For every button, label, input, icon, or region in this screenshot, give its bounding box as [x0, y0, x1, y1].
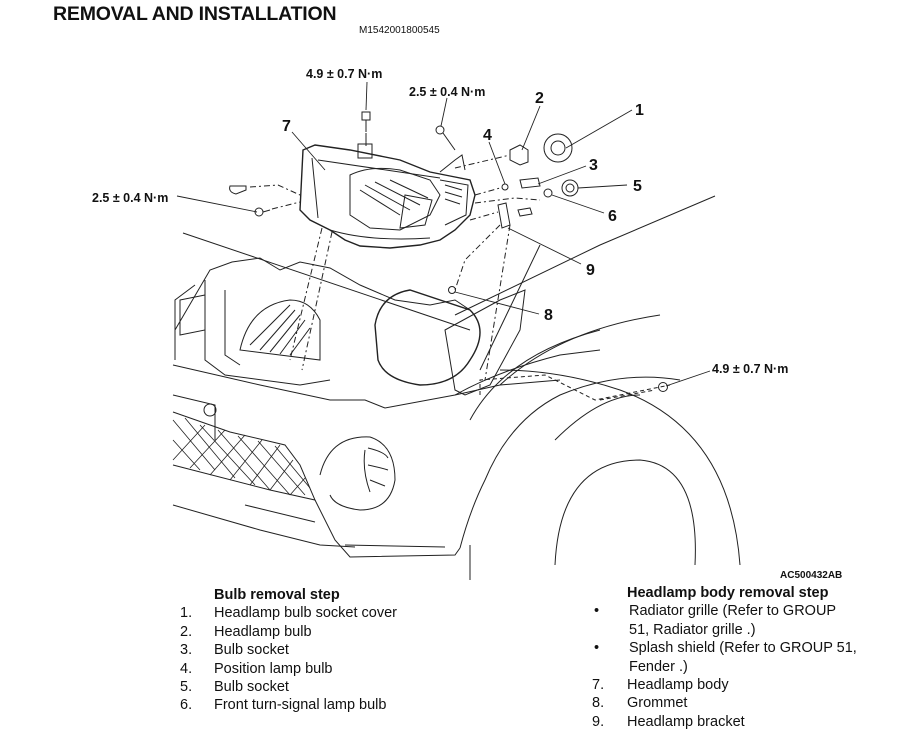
page-title: REMOVAL AND INSTALLATION — [53, 3, 337, 25]
list-item: 7. Headlamp body — [592, 676, 892, 694]
callout-3: 3 — [589, 157, 598, 174]
callout-1: 1 — [635, 102, 644, 119]
headlamp-body-removal-steps: Headlamp body removal step • Radiator gri… — [592, 584, 892, 731]
bullet-icon: • — [594, 603, 600, 620]
torque-side-screw: 2.5 ± 0.4 N·m — [92, 191, 168, 205]
step-number: 5. — [180, 679, 193, 696]
step-number: 8. — [592, 695, 605, 712]
callout-9: 9 — [586, 262, 595, 279]
step-text: Position lamp bulb — [214, 660, 333, 677]
callout-4: 4 — [483, 127, 492, 144]
step-number: 7. — [592, 677, 605, 694]
list-item: 2. Headlamp bulb — [180, 623, 397, 641]
list-item: 9. Headlamp bracket — [592, 713, 892, 731]
list-item: 3. Bulb socket — [180, 641, 397, 659]
list-item: 5. Bulb socket — [180, 678, 397, 696]
bulb-removal-heading: Bulb removal step — [214, 587, 340, 603]
bulb-removal-steps: Bulb removal step 1. Headlamp bulb socket… — [180, 586, 397, 715]
prereq-line: 51, Radiator grille .) — [629, 621, 756, 638]
step-text: Grommet — [627, 695, 688, 712]
leader-lines — [176, 81, 711, 387]
callout-7: 7 — [282, 118, 291, 135]
list-item: 8. Grommet — [592, 694, 892, 712]
step-text: Headlamp bulb socket cover — [214, 605, 397, 622]
step-number: 4. — [180, 660, 193, 677]
callout-6: 6 — [608, 208, 617, 225]
step-text: Front turn-signal lamp bulb — [214, 697, 387, 714]
step-text: Bulb socket — [214, 642, 289, 659]
callout-numbers: 1 2 3 4 5 6 7 8 9 — [282, 90, 644, 324]
car-front-body — [172, 195, 741, 580]
step-text: Headlamp bulb — [214, 623, 312, 640]
headlamp-body-removal-heading: Headlamp body removal step — [627, 585, 829, 601]
prereq-line: Splash shield (Refer to GROUP 51, — [629, 640, 857, 657]
list-item: 6. Front turn-signal lamp bulb — [180, 696, 397, 714]
torque-fender-nut: 4.9 ± 0.7 N·m — [712, 362, 788, 376]
step-number: 6. — [180, 697, 193, 714]
step-number: 2. — [180, 623, 193, 640]
document-id: M1542001800545 — [359, 25, 440, 36]
torque-top-bolt: 4.9 ± 0.7 N·m — [306, 67, 382, 81]
step-text: Headlamp bracket — [627, 713, 745, 730]
callout-8: 8 — [544, 307, 553, 324]
list-item: 4. Position lamp bulb — [180, 660, 397, 678]
step-text: Headlamp body — [627, 677, 729, 694]
exploded-diagram: 1 2 3 4 5 6 7 8 9 4.9 ± 0.7 N·m 2.5 ± 0.… — [0, 40, 917, 585]
fasteners — [229, 111, 668, 401]
list-item: • Splash shield (Refer to GROUP 51,Fender… — [592, 639, 892, 676]
torque-top-screw: 2.5 ± 0.4 N·m — [409, 85, 485, 99]
callout-2: 2 — [535, 90, 544, 107]
prereq-line: Radiator grille (Refer to GROUP — [629, 603, 837, 620]
prereq-line: Fender .) — [629, 658, 688, 675]
headlamp-body — [299, 143, 476, 249]
figure-id: AC500432AB — [780, 570, 842, 581]
bullet-icon: • — [594, 640, 600, 657]
step-number: 3. — [180, 642, 193, 659]
list-item: 1. Headlamp bulb socket cover — [180, 604, 397, 622]
callout-5: 5 — [633, 178, 642, 195]
step-number: 9. — [592, 713, 605, 730]
torque-labels: 4.9 ± 0.7 N·m 2.5 ± 0.4 N·m 2.5 ± 0.4 N·… — [92, 67, 788, 376]
step-text: Bulb socket — [214, 679, 289, 696]
step-number: 1. — [180, 605, 193, 622]
